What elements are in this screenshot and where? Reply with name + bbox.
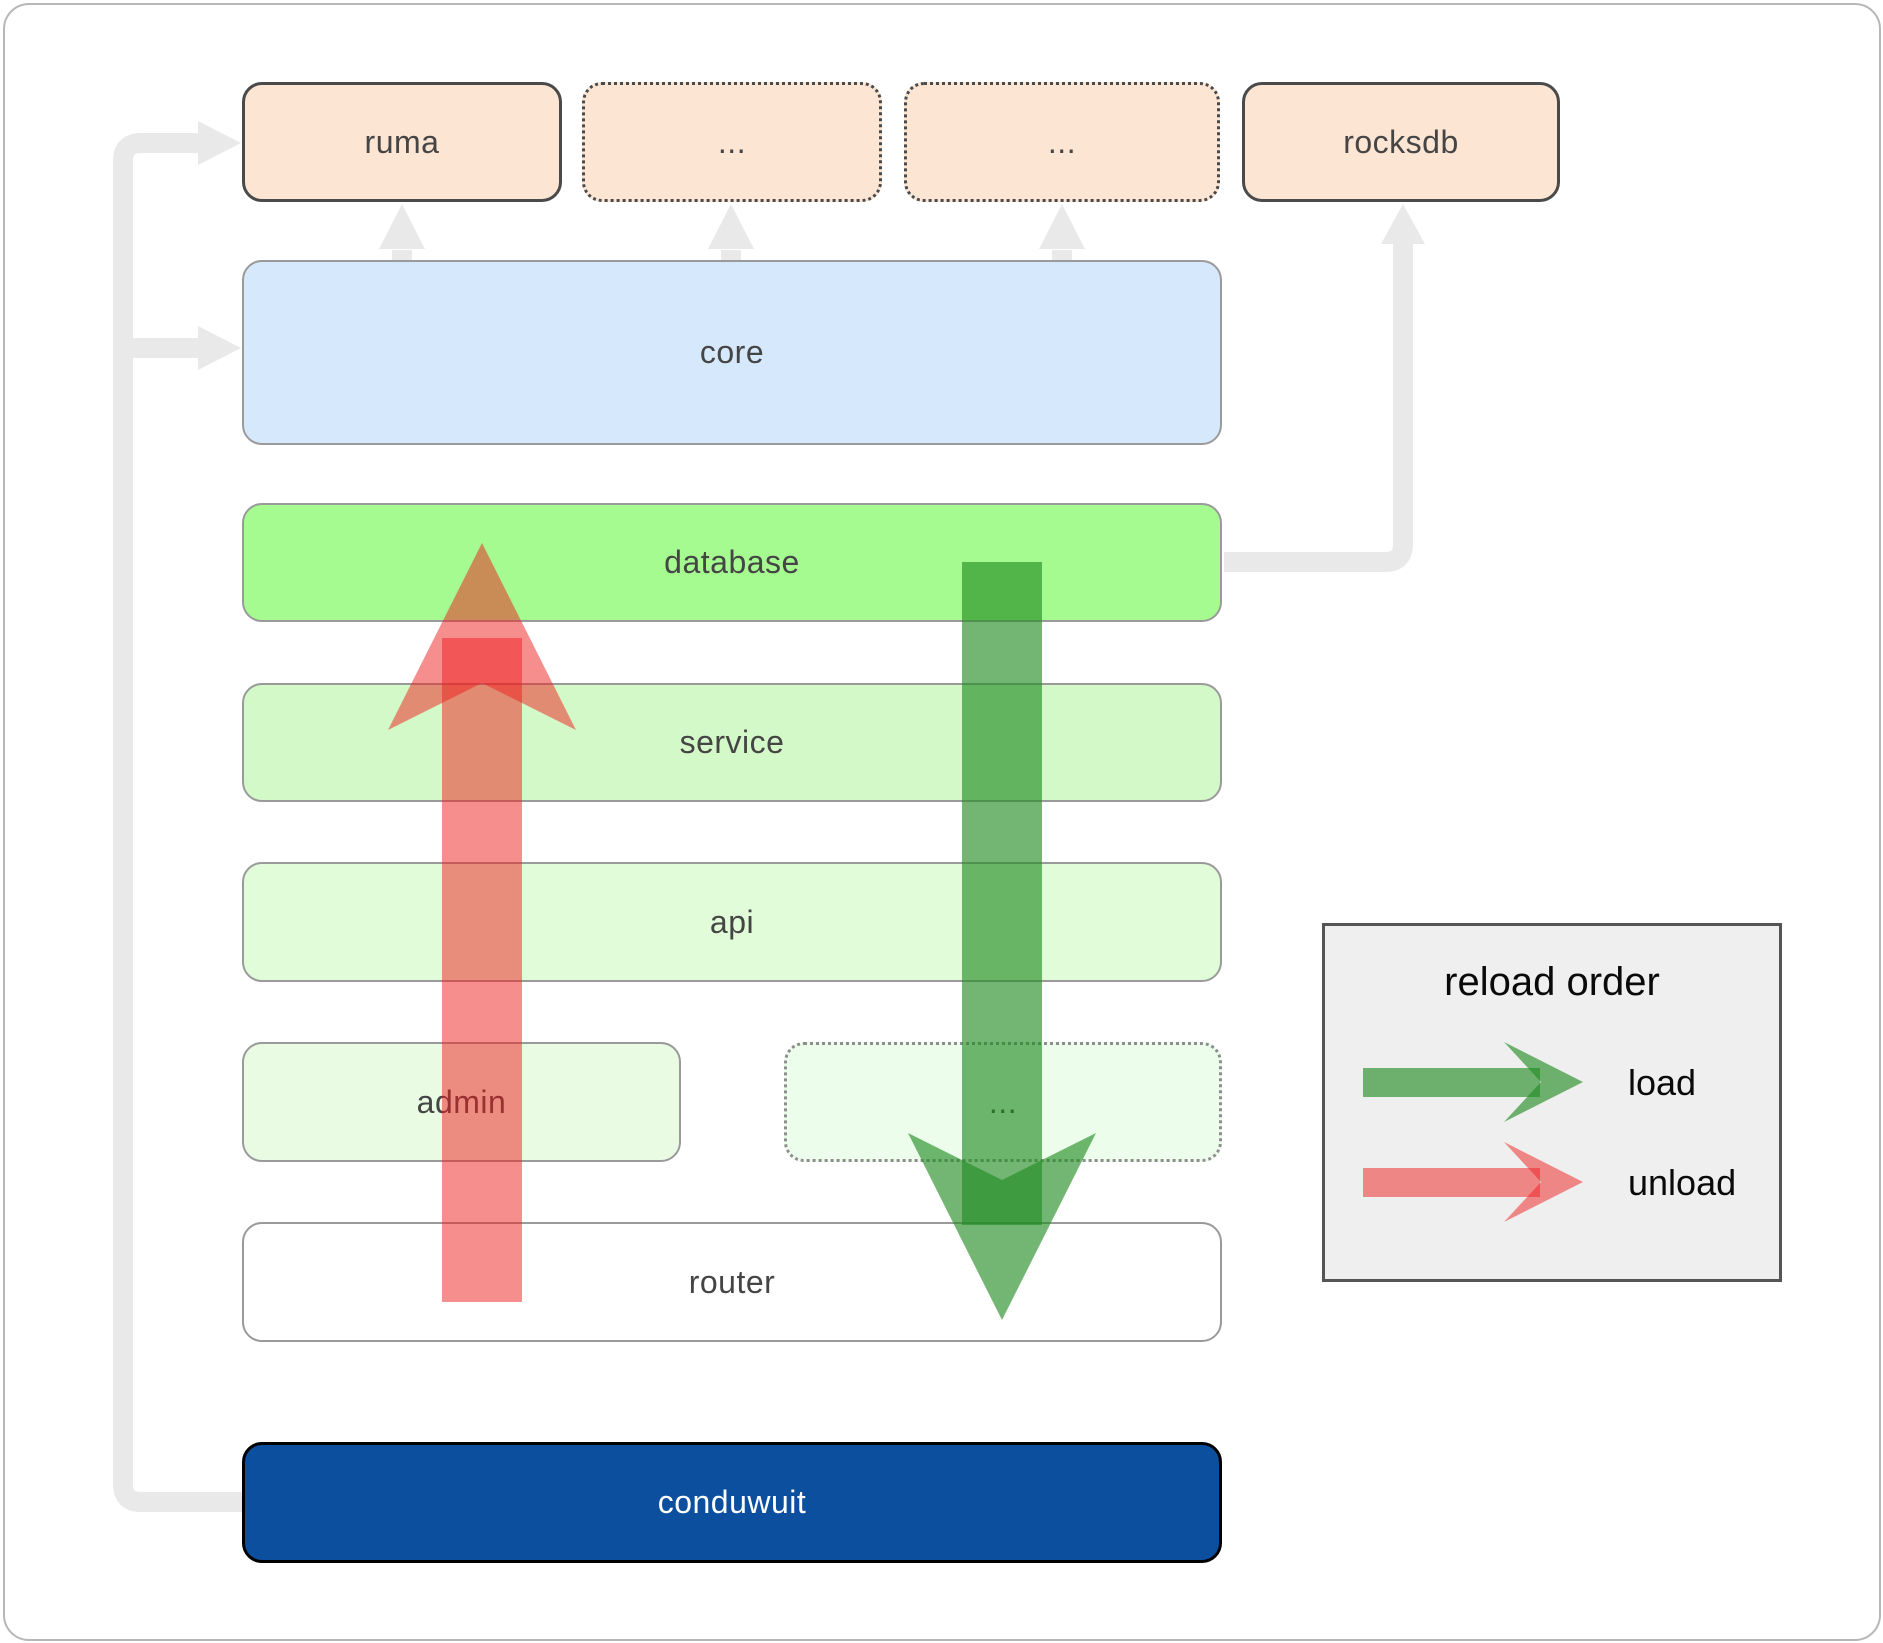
box-ellipsis-3: ... <box>784 1042 1222 1162</box>
box-ruma-label: ruma <box>364 123 440 160</box>
core-to-ellipsis1-arrowhead-icon <box>708 204 754 249</box>
conduwuit-to-ruma-connector <box>113 133 242 1512</box>
box-api: api <box>242 862 1222 982</box>
box-conduwuit-label: conduwuit <box>657 1484 807 1520</box>
box-database: database <box>242 503 1222 622</box>
box-router-label: router <box>688 1263 776 1300</box>
ruma-arrowhead-icon <box>198 121 241 165</box>
rocksdb-arrowhead-icon <box>1381 204 1425 244</box>
box-conduwuit: conduwuit <box>242 1442 1222 1563</box>
box-database-label: database <box>664 544 800 580</box>
box-core-label: core <box>699 334 765 370</box>
box-service: service <box>242 683 1222 802</box>
box-service-label: service <box>679 724 785 760</box>
core-to-ellipsis2-arrowhead-icon <box>1039 204 1085 249</box>
box-ellipsis-3-label: ... <box>988 1083 1018 1120</box>
box-ellipsis-1: ... <box>582 82 882 202</box>
diagram-outer-border <box>3 3 1881 1641</box>
legend-load-label: load <box>1628 1062 1697 1103</box>
box-admin-label: admin <box>416 1083 507 1120</box>
database-to-rocksdb-connector <box>1224 242 1413 572</box>
legend-reload-order: reload order load unload <box>1322 923 1782 1282</box>
legend-unload-label: unload <box>1628 1162 1737 1203</box>
box-admin: admin <box>242 1042 681 1162</box>
box-ellipsis-1-label: ... <box>717 123 747 160</box>
box-ellipsis-2: ... <box>904 82 1220 202</box>
box-rocksdb: rocksdb <box>1242 82 1560 202</box>
box-ruma: ruma <box>242 82 562 202</box>
box-core: core <box>242 260 1222 445</box>
box-ellipsis-2-label: ... <box>1047 123 1077 160</box>
box-api-label: api <box>709 903 755 940</box>
legend-title: reload order <box>1444 960 1660 1004</box>
core-to-ruma-arrowhead-icon <box>379 204 425 249</box>
box-router: router <box>242 1222 1222 1342</box>
core-arrowhead-icon <box>198 326 241 370</box>
box-rocksdb-label: rocksdb <box>1343 123 1459 160</box>
